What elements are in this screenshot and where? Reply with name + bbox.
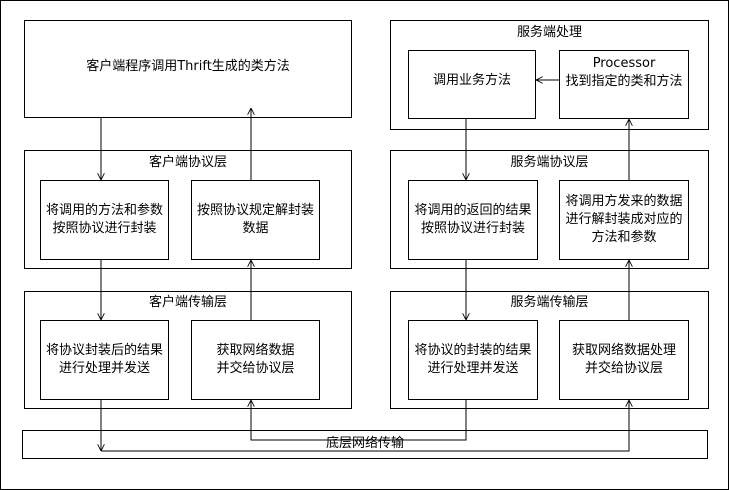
server-encode-line-1: 将调用的返回的结果 [414, 203, 532, 218]
server-processor-box [559, 50, 689, 119]
server-send-line-1: 将协议的封装的结果 [414, 343, 532, 358]
server-protocol-layer-title: 服务端协议层 [510, 155, 589, 170]
arrow-network-to-client-receive [251, 400, 467, 441]
server-business-text: 调用业务方法 [432, 73, 511, 88]
server-encode-box [408, 180, 538, 260]
client-transport-layer-title: 客户端传输层 [148, 295, 227, 310]
server-encode-text: 将调用的返回的结果 按照协议进行封装 [408, 202, 538, 238]
server-encode-line-2: 按照协议进行封装 [420, 221, 525, 236]
client-send-line-1: 将协议封装后的结果 [45, 343, 163, 358]
server-transport-layer-title: 服务端传输层 [510, 295, 589, 310]
client-encode-text: 将调用的方法和参数 按照协议进行封装 [40, 202, 169, 238]
client-receive-box [191, 320, 320, 400]
arrow-network-to-server-receive [101, 400, 629, 452]
client-app-label: 客户端程序调用Thrift生成的类方法 [86, 59, 290, 74]
client-decode-text: 按照协议规定解封装 数据 [191, 202, 320, 238]
server-decode-text: 将调用方发来的数据 进行解封装成对应的 方法和参数 [559, 193, 689, 247]
client-decode-line-1: 按照协议规定解封装 [196, 203, 314, 218]
server-handling-title: 服务端处理 [516, 25, 582, 40]
client-send-box [40, 320, 169, 400]
server-receive-text: 获取网络数据处理 并交给协议层 [559, 342, 689, 378]
network-bar [22, 430, 708, 459]
server-decode-line-3: 方法和参数 [591, 230, 657, 245]
client-protocol-layer-title: 客户端协议层 [148, 155, 227, 170]
server-send-text: 将协议的封装的结果 进行处理并发送 [408, 342, 538, 378]
server-processor-line-1: Processor [592, 56, 656, 71]
server-processor-line-2: 找到指定的类和方法 [565, 74, 683, 89]
server-decode-box [559, 180, 689, 260]
server-processor-text: Processor 找到指定的类和方法 [559, 55, 689, 91]
client-decode-box [191, 180, 320, 260]
server-decode-line-1: 将调用方发来的数据 [565, 194, 683, 209]
client-receive-text: 获取网络数据 并交给协议层 [191, 342, 320, 378]
client-send-text: 将协议封装后的结果 进行处理并发送 [40, 342, 169, 378]
client-encode-line-1: 将调用的方法和参数 [45, 203, 163, 218]
client-decode-line-2: 数据 [242, 221, 269, 236]
server-decode-line-2: 进行解封装成对应的 [565, 212, 683, 227]
server-receive-box [559, 320, 689, 400]
client-encode-box [40, 180, 169, 260]
client-receive-line-2: 并交给协议层 [216, 361, 295, 376]
server-business-box [408, 50, 536, 119]
client-encode-line-2: 按照协议进行封装 [52, 221, 157, 236]
client-receive-line-1: 获取网络数据 [216, 343, 295, 358]
client-app-box [24, 20, 352, 118]
server-receive-line-2: 并交给协议层 [584, 361, 663, 376]
client-send-line-2: 进行处理并发送 [58, 361, 150, 376]
server-send-line-2: 进行处理并发送 [427, 361, 519, 376]
server-send-box [408, 320, 538, 400]
server-receive-line-1: 获取网络数据处理 [571, 343, 676, 358]
